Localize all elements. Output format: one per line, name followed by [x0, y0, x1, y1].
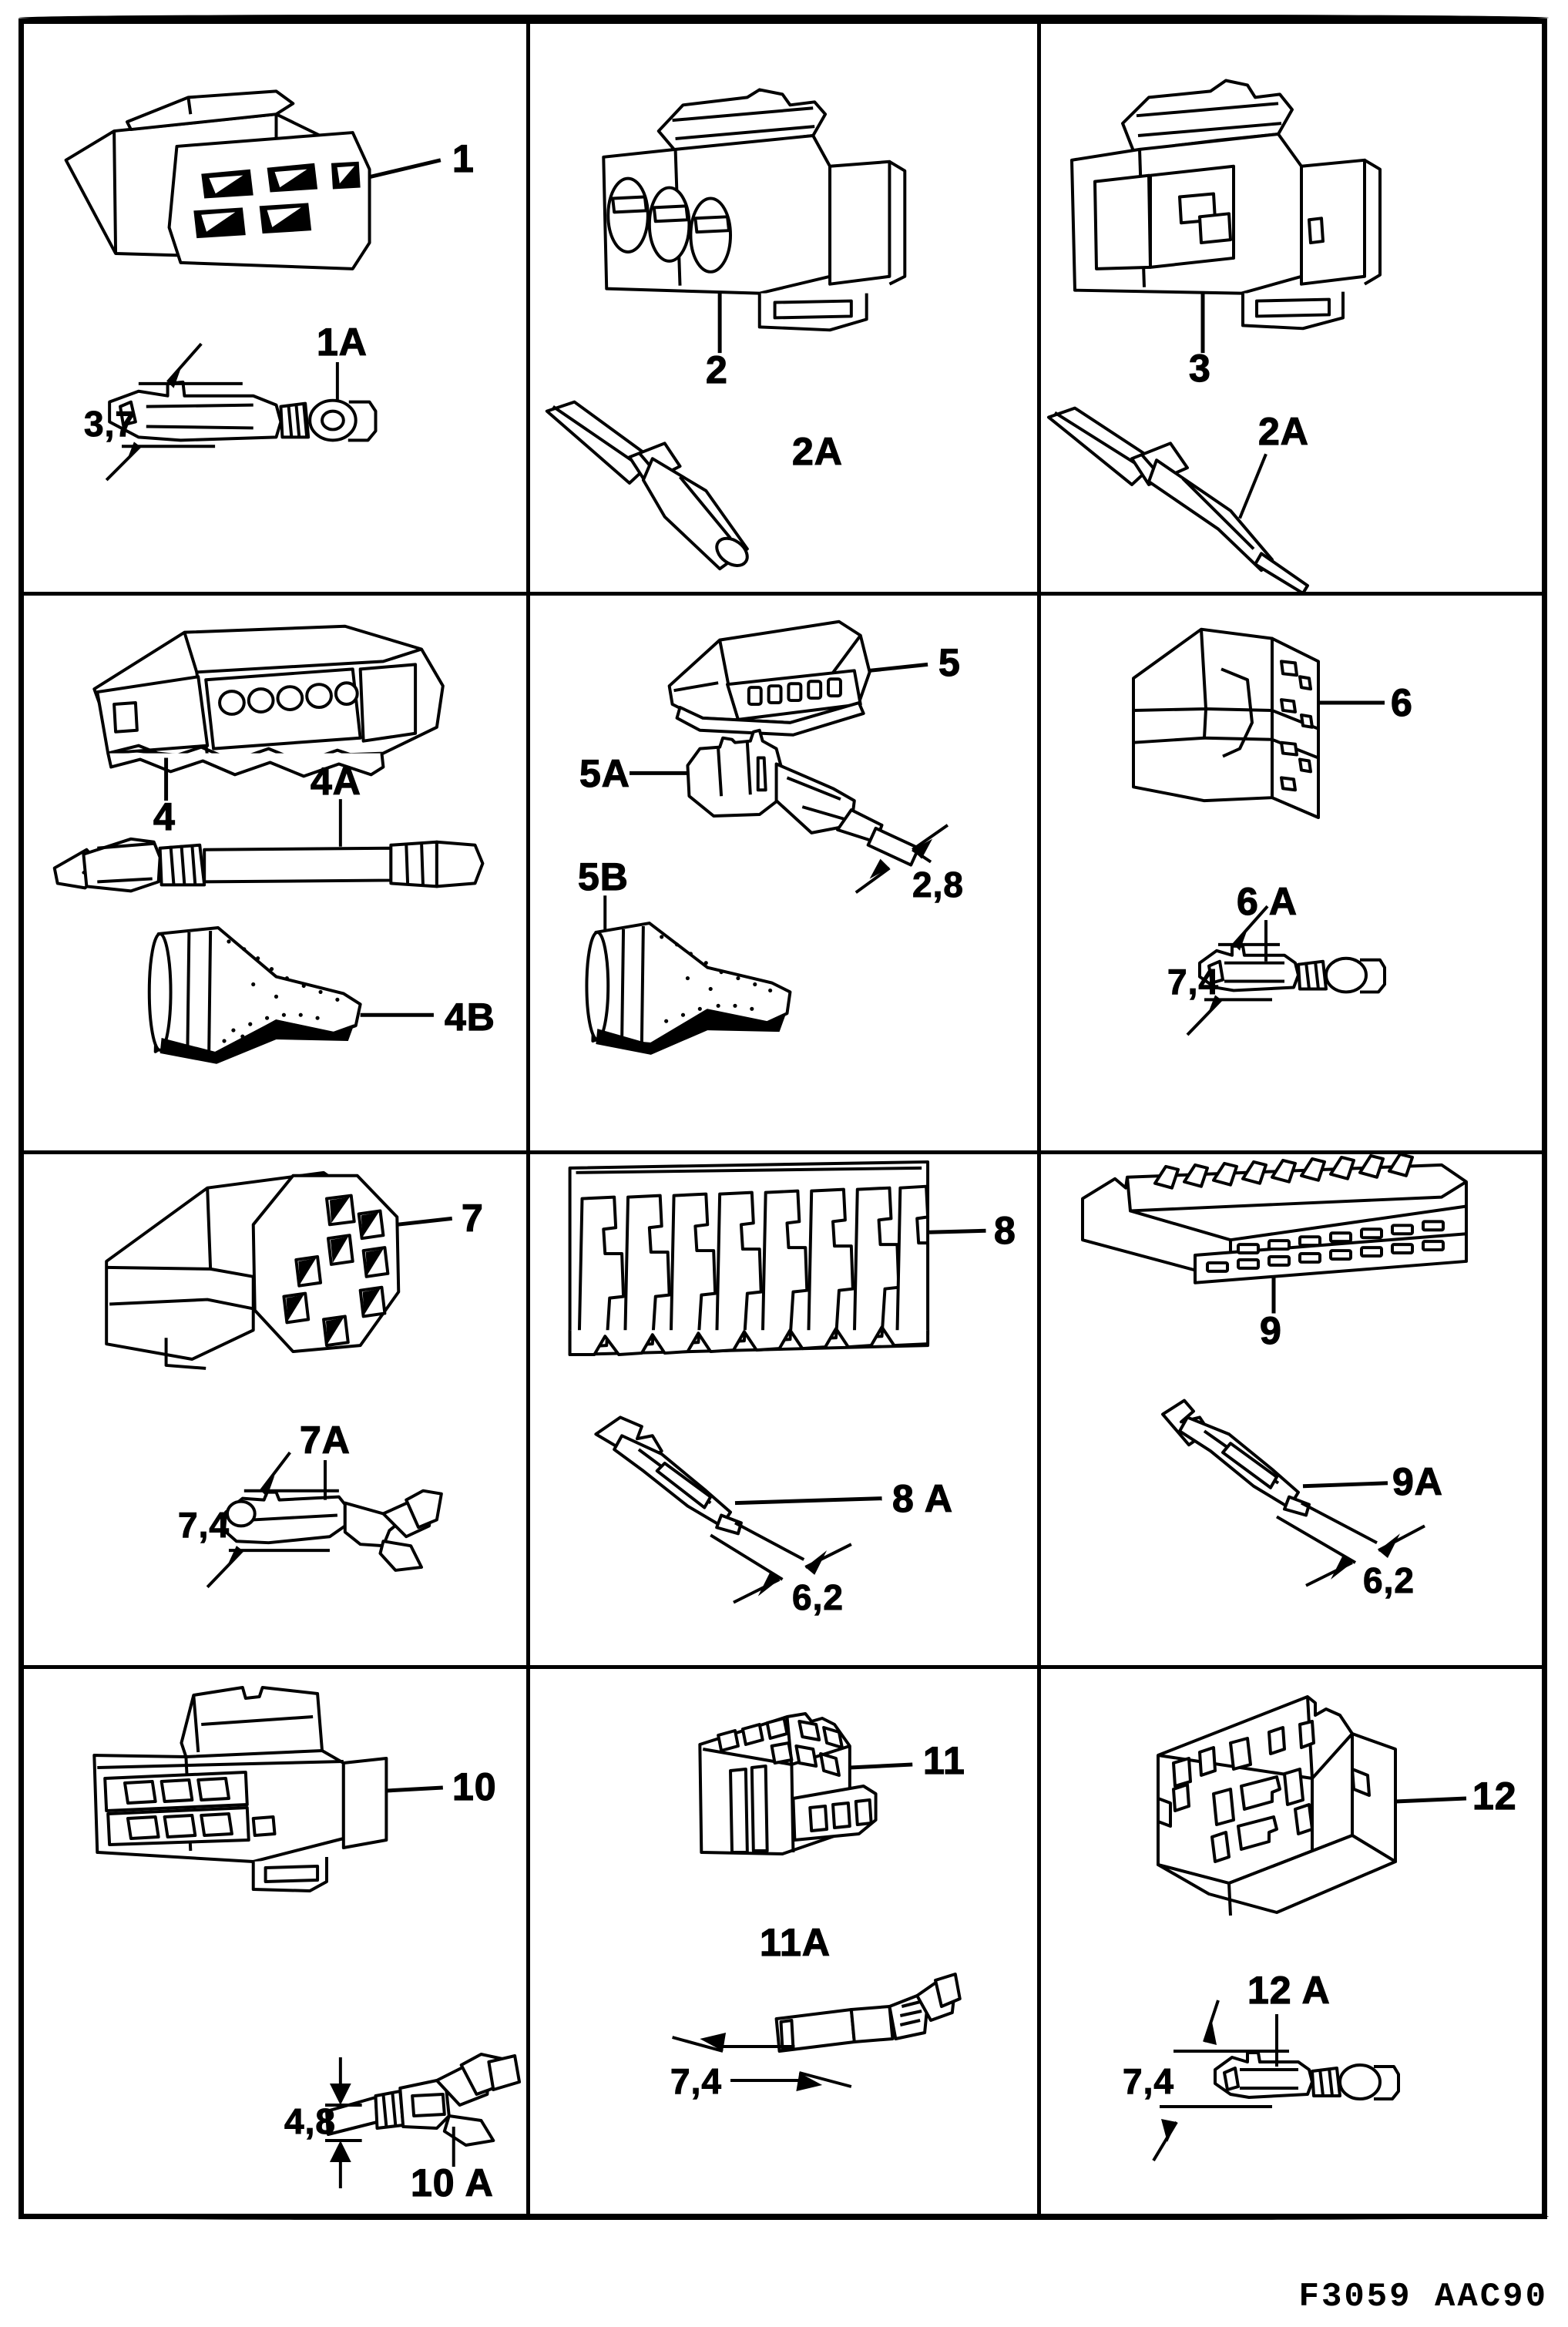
part-label-8: 8	[993, 1209, 1016, 1252]
part-label-2: 2	[705, 348, 728, 391]
connector-illustration-10	[24, 1669, 526, 2214]
connector-illustration-6	[1041, 596, 1542, 1150]
terminal-illustration-4a	[24, 596, 526, 1150]
connector-illustration-11	[530, 1669, 1037, 2214]
terminal-illustration-2a	[530, 24, 1037, 592]
terminal-illustration-10a	[24, 1669, 526, 2214]
terminal-illustration-6a	[1041, 596, 1542, 1150]
boot-illustration-4b	[24, 596, 526, 1150]
terminal-illustration-5a	[530, 596, 1037, 1150]
terminal-illustration-12a	[1041, 1669, 1542, 2214]
part-label-2a: 2A	[791, 430, 843, 473]
dimension-label-7-4-cell6: 7,4	[1167, 962, 1219, 1002]
parts-cell-5[interactable]: 5	[530, 596, 1041, 1154]
part-label-9: 9	[1259, 1309, 1282, 1352]
parts-cell-11[interactable]: 11	[530, 1669, 1041, 2214]
parts-cell-8[interactable]: 8	[530, 1154, 1041, 1669]
parts-cell-10[interactable]: 10	[24, 1669, 530, 2214]
part-label-2a-right: 2A	[1257, 410, 1309, 453]
parts-grid: 1	[24, 24, 1542, 2214]
scan-top-edge	[18, 15, 1549, 21]
part-label-3: 3	[1188, 347, 1211, 390]
terminal-illustration-11a	[530, 1669, 1037, 2214]
dimension-label-7-4-cell7: 7,4	[178, 1505, 230, 1545]
part-label-11: 11	[922, 1739, 965, 1782]
connector-illustration-9	[1041, 1154, 1542, 1665]
part-label-4a: 4A	[310, 760, 361, 803]
parts-cell-3[interactable]: 3 2A	[1041, 24, 1542, 596]
parts-cell-1[interactable]: 1	[24, 24, 530, 596]
dimension-label-7-4-cell11: 7,4	[670, 2061, 722, 2101]
part-label-5b: 5B	[577, 855, 629, 898]
part-label-4b: 4B	[444, 996, 495, 1039]
part-label-9a: 9A	[1392, 1460, 1443, 1503]
terminal-illustration-7a	[24, 1154, 526, 1665]
part-label-6a: 6 A	[1236, 880, 1298, 923]
connector-illustration-2	[530, 24, 1037, 592]
parts-cell-12[interactable]: 12	[1041, 1669, 1542, 2214]
terminal-illustration-9a	[1041, 1154, 1542, 1665]
connector-illustration-7	[24, 1154, 526, 1665]
part-label-8a: 8 A	[891, 1477, 953, 1520]
parts-cell-7[interactable]: 7	[24, 1154, 530, 1669]
part-label-7a: 7A	[299, 1419, 351, 1462]
dimension-label-6-2-cell9: 6,2	[1363, 1560, 1415, 1600]
part-label-12: 12	[1472, 1775, 1517, 1818]
part-label-10a: 10 A	[410, 2161, 494, 2204]
dimension-label-6-2-cell8: 6,2	[792, 1577, 844, 1617]
part-label-6: 6	[1390, 681, 1413, 724]
connector-illustration-5	[530, 596, 1037, 1150]
part-label-12a: 12 A	[1247, 1969, 1331, 2012]
part-label-11a: 11A	[759, 1921, 831, 1964]
part-label-5a: 5A	[579, 752, 630, 795]
terminal-illustration-1a	[24, 24, 526, 592]
part-label-10: 10	[452, 1765, 497, 1808]
parts-cell-9[interactable]: 9	[1041, 1154, 1542, 1669]
dimension-label-4-8: 4,8	[284, 2101, 336, 2141]
part-label-1a: 1A	[316, 321, 368, 364]
connector-illustration-1	[24, 24, 526, 592]
part-label-4: 4	[153, 795, 176, 838]
connector-illustration-4	[24, 596, 526, 1150]
parts-cell-6[interactable]: 6	[1041, 596, 1542, 1154]
parts-cell-2[interactable]: 2 2A	[530, 24, 1041, 596]
connector-illustration-8	[530, 1154, 1037, 1665]
connector-illustration-12	[1041, 1669, 1542, 2214]
document-code: F3059 AAC90	[1298, 2278, 1548, 2316]
boot-illustration-5b	[530, 596, 1037, 1150]
dimension-label-3-7: 3,7	[84, 404, 136, 444]
part-label-7: 7	[461, 1197, 484, 1240]
dimension-label-7-4-cell12: 7,4	[1123, 2061, 1174, 2101]
part-label-5: 5	[938, 641, 961, 684]
part-label-1: 1	[452, 137, 475, 180]
terminal-illustration-2a-right	[1041, 24, 1542, 592]
dimension-label-2-8: 2,8	[912, 865, 964, 905]
parts-cell-4[interactable]: 4	[24, 596, 530, 1154]
connector-illustration-3	[1041, 24, 1542, 592]
terminal-illustration-8a	[530, 1154, 1037, 1665]
